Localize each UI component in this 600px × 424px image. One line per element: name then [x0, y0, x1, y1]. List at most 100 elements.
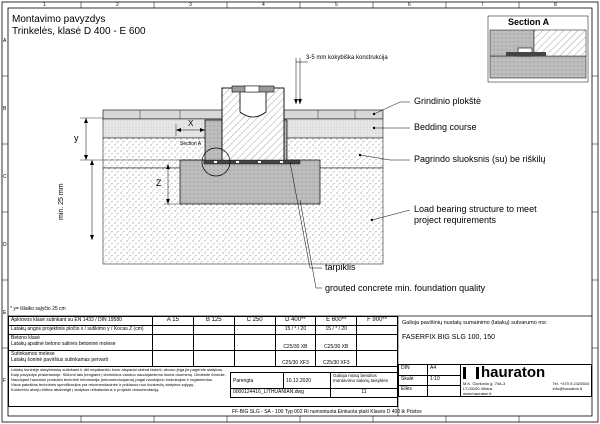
meta-table: DIN A4 hauraton M.K. Čiurlionio g. 70A-3… [398, 364, 592, 397]
frame-col-8: 8 [554, 2, 557, 8]
frame-col-4: 4 [262, 2, 265, 8]
info-product: FASERFIX BIG SLG 100, 150 [402, 334, 495, 341]
row3-d400: C25/30 XF3 [274, 350, 317, 367]
callout-bedding: Bedding course [414, 122, 477, 132]
row3-sub: Latakų šoninė paviršius sutinkamas perva… [11, 357, 108, 363]
format-label: DIN [398, 364, 428, 376]
frame-row-a: A [3, 38, 7, 44]
row2-f900 [356, 334, 398, 351]
frame-col-3: 3 [189, 2, 192, 8]
row3-a15 [152, 350, 194, 367]
row2-a15 [152, 334, 194, 351]
gasket [203, 159, 301, 165]
title-line-2: Trinkelės, klasė D 400 - E 600 [12, 26, 146, 37]
row1-e600: 15 / * / 20 [315, 325, 358, 335]
class-c250: C 250 [233, 316, 276, 326]
row1-label: Latakų angos projektinis pločio x / suti… [7, 325, 154, 335]
frame-col-5: 5 [335, 2, 338, 8]
format-value: A4 [427, 364, 461, 376]
dim-x: X [188, 119, 194, 128]
row1-f900 [356, 325, 398, 335]
sheet-number: 11 [330, 388, 398, 398]
ref-value [427, 385, 461, 397]
class-a15: A 15 [152, 316, 194, 326]
date-value: 10.12.2020 [283, 372, 331, 389]
row2-sub: Latakų apatinė betono salinės betoninė m… [11, 341, 116, 347]
drawing-ref: FF-BIG SLG - SA - 100 Typ 002 Ri numontu… [232, 409, 422, 415]
company-logo: hauraton [463, 364, 589, 382]
note-1: Latakų šoninėje statybininkų sutinkami i… [11, 367, 224, 373]
class-f900: F 900** [356, 316, 398, 326]
top-note: 3-5 mm kokybiška konstrukcija [306, 55, 388, 61]
footnote: * y= išlaiko sąlyčio 25 cm [10, 306, 66, 312]
frame-col-1: 1 [43, 2, 46, 8]
row3-e600: C25/30 XF3 [315, 350, 358, 367]
scale-value: 1:10 [427, 374, 461, 387]
row1-d400: 15 / * / 20 [274, 325, 317, 335]
frame-row-d: D [3, 242, 7, 248]
frame-col-7: 7 [481, 2, 484, 8]
bottom-table: Parengta 10.12.2020 Galioja mūsų bendros… [230, 372, 398, 398]
row1-b125 [192, 325, 235, 335]
callout-paver: Grindinio plokštė [414, 96, 482, 106]
row2-b125 [192, 334, 235, 351]
dim-y: y [74, 133, 79, 143]
note-3: Naudojant hauraton produkto techninė inf… [11, 377, 214, 382]
section-marker: Section A [180, 141, 202, 147]
note-5: Konkrečiu atveju būtina atsižvelgti į st… [11, 387, 160, 392]
info-title: Galioja pavišinių nustatų sumainimo (lat… [402, 320, 548, 326]
row1-a15 [152, 325, 194, 335]
frame-row-f: F [3, 378, 7, 384]
frame-row-e: E [3, 310, 7, 316]
section-a-title: Section A [508, 17, 550, 27]
spec-table: Apkrovos klasė sutinkant su EN 1433 / DI… [7, 316, 398, 407]
row2-c250 [233, 334, 276, 351]
company-phone: Tel. +370 5 2420534 [552, 381, 589, 386]
prepared-cell: Parengta [230, 372, 284, 389]
row2-d400: C25/30 XB [274, 334, 317, 351]
row3-c250 [233, 350, 276, 367]
class-d400: D 400** [274, 316, 317, 326]
spec-header-label: Apkrovos klasė sutinkant su EN 1433 / DI… [7, 316, 154, 326]
frame-row-b: B [3, 106, 7, 112]
callout-load-1: Load bearing structure to meet [414, 204, 537, 214]
company-address-2: LT-03100 Vilnius [463, 386, 493, 391]
company-web: www.hauraton.lt [463, 391, 492, 396]
callout-gasket: tarpiklis [325, 262, 356, 272]
prepared-label: Parengta [233, 377, 254, 384]
company-email: info@hauraton.lt [552, 386, 583, 391]
callout-foundation: grouted concrete min. foundation quality [325, 283, 486, 293]
row1-c250 [233, 325, 276, 335]
frame-col-2: 2 [116, 2, 119, 8]
row3-f900 [356, 350, 398, 367]
dim-min: min. 25 mm [58, 183, 65, 220]
scale-label: Skalė [398, 374, 428, 387]
detail-circle [201, 147, 231, 177]
class-e600: E 600** [315, 316, 358, 326]
ref-label: Eilės [398, 385, 428, 397]
class-b125: B 125 [192, 316, 235, 326]
company-address-1: M.K. Čiurlionio g. 70A-3 [463, 381, 506, 386]
row3-b125 [192, 350, 235, 367]
file-name: 0000124416_LITHUANIAN.dwg [230, 388, 331, 398]
validity-note: Galioja mūsų bendros montavimo salonų ta… [330, 372, 398, 389]
row2-label-text: Betono klasė [11, 335, 40, 342]
row2-e600: C25/30 XB [315, 334, 358, 351]
concrete-foundation [179, 159, 321, 205]
company-name: hauraton [481, 364, 546, 381]
row3-label-text: Sutinkamos molese [11, 351, 55, 358]
callout-base: Pagrindo sluoksnis (su) be riškilų [414, 154, 546, 164]
note-4: Visos pateiktos techninės specifikacijos… [11, 382, 195, 387]
note-2: Kaip pavyzdys priskiriamoje. Siūlomi tai… [11, 372, 226, 377]
title-line-1: Montavimo pavyzdys [12, 14, 106, 25]
callout-load-2: project requirements [414, 215, 497, 225]
frame-col-6: 6 [408, 2, 411, 8]
frame-row-c: C [3, 174, 7, 180]
dim-z: Z [156, 178, 162, 188]
